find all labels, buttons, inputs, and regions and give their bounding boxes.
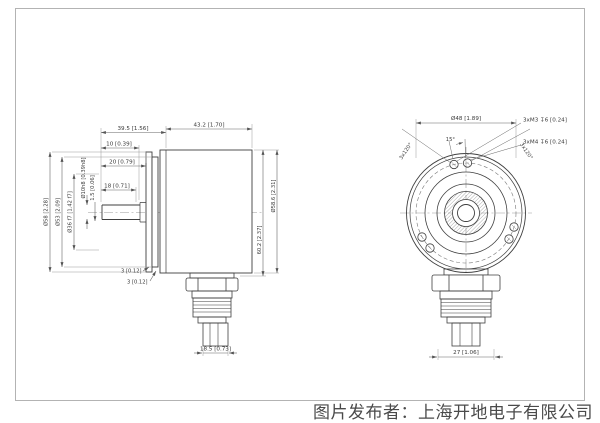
dim-shaft-length: 10 [0.39] <box>106 142 132 148</box>
dim-body-length: 43.2 [1.70] <box>193 123 224 129</box>
dim-plate-a: 3 [0.12] <box>121 269 142 275</box>
dim-dia-shaft: Ø10h8 [0.39h8] <box>80 157 87 198</box>
inner-circle <box>436 183 496 243</box>
m4-leader <box>469 144 522 161</box>
body-outer-circle <box>406 153 526 273</box>
front-view-dimension-lines <box>401 119 531 360</box>
encoder-body <box>159 149 253 274</box>
dim-bolt-circle: Ø48 [1.89] <box>451 115 481 122</box>
dim-m3-holes: 3xM3 ↧6 [0.24] <box>523 118 567 124</box>
dim-clamp-depth: 20 [0.79] <box>109 160 135 166</box>
angle-120-right-leader <box>470 128 531 162</box>
shaft-bore <box>457 204 475 222</box>
dim-dia-spigot: Ø36 f7 [1.42 f7] <box>67 191 74 232</box>
shaft <box>101 204 140 220</box>
flange-plate-58 <box>145 151 153 273</box>
spigot-circle <box>424 171 508 255</box>
screw-holes <box>417 158 519 253</box>
dim-m4-holes: 3xM4 ↧6 [0.24] <box>523 140 567 146</box>
publisher-caption: 图片发布者：上海开地电子有限公司 <box>313 403 593 422</box>
dim-dia-body: Ø58.6 [2.31] <box>270 180 277 213</box>
dim-plate-b: 3 [0.12] <box>127 280 148 286</box>
side-view-geometry <box>88 149 262 347</box>
dim-angle-15: 15° <box>446 137 456 143</box>
side-view-dimension-labels: 43.2 [1.70] 39.5 [1.56] 10 [0.39] 20 [0.… <box>43 123 278 353</box>
knurl-ring-inner <box>452 199 480 227</box>
flange-plate-53 <box>151 156 159 268</box>
cable-gland-front <box>431 268 501 347</box>
dim-gland-width-front: 27 [1.06] <box>453 350 479 356</box>
angle-120-left-leader <box>401 128 452 164</box>
side-view-extension-lines <box>52 124 279 356</box>
dim-dia-pilot: Ø53 [2.09] <box>55 198 62 226</box>
m3-leader <box>456 122 522 162</box>
bolt-circle <box>415 162 517 264</box>
dim-dia-flange: Ø58 [2.28] <box>43 198 50 226</box>
dim-step-width: 1.5 [0.06] <box>90 175 96 201</box>
dim-gland-width-side: 18.5 [0.73] <box>200 347 231 353</box>
side-view-dimension-lines <box>48 127 279 355</box>
shaft-step <box>139 202 146 223</box>
dim-step-length: 18 [0.71] <box>104 184 130 190</box>
front-view-geometry <box>400 147 532 347</box>
cable-gland-side <box>185 272 239 347</box>
dim-height-60-2: 60.2 [2.37] <box>257 226 263 255</box>
dim-front-length: 39.5 [1.56] <box>117 126 148 132</box>
drawing-panel <box>15 8 585 401</box>
